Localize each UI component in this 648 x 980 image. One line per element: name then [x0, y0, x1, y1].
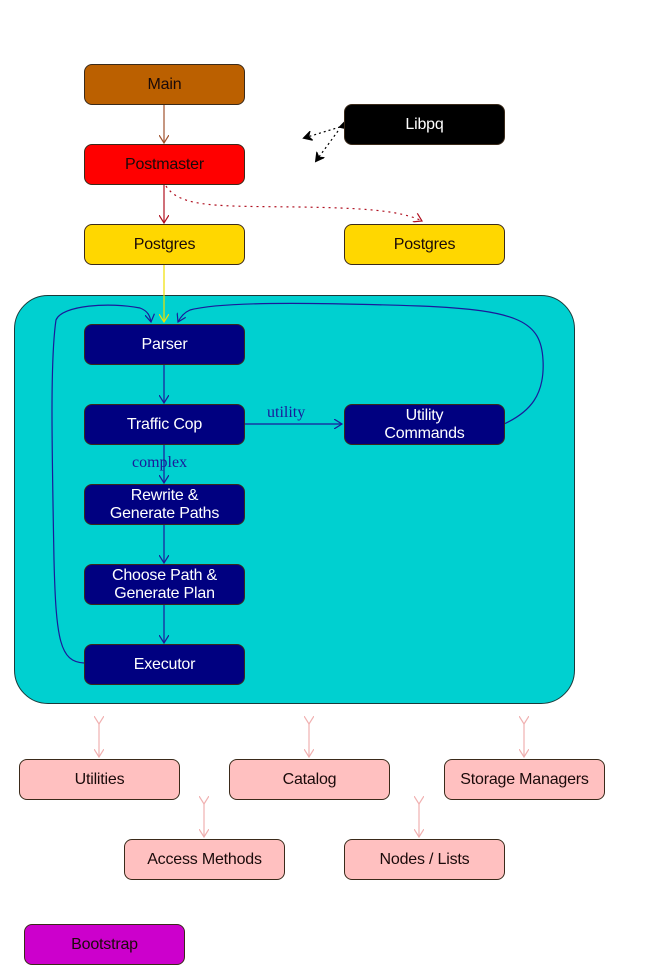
node-postgres-primary: Postgres	[84, 224, 245, 265]
node-storage-managers: Storage Managers	[444, 759, 605, 800]
node-storage-managers-label: Storage Managers	[460, 770, 589, 788]
node-parser: Parser	[84, 324, 245, 365]
node-main-label: Main	[147, 75, 182, 93]
edge-label-complex: complex	[132, 454, 188, 471]
node-utilities: Utilities	[19, 759, 180, 800]
node-postgres-secondary: Postgres	[344, 224, 505, 265]
edge-libpq-client-1	[304, 127, 340, 138]
node-traffic-cop-label: Traffic Cop	[126, 415, 203, 433]
node-planner: Choose Path & Generate Plan	[84, 564, 245, 605]
node-bootstrap: Bootstrap	[24, 924, 185, 965]
node-postgres-primary-label: Postgres	[133, 235, 196, 253]
node-traffic-cop: Traffic Cop	[84, 404, 245, 445]
node-utilities-label: Utilities	[74, 770, 125, 788]
edge-libpq-client-2	[316, 130, 339, 161]
node-nodes-lists-label: Nodes / Lists	[379, 850, 470, 868]
node-nodes-lists: Nodes / Lists	[344, 839, 505, 880]
node-libpq: Libpq	[344, 104, 505, 145]
node-utility-commands-label: Utility Commands	[384, 406, 465, 442]
node-access-methods: Access Methods	[124, 839, 285, 880]
edge-postmaster-postgres-secondary	[165, 185, 422, 221]
node-postgres-secondary-label: Postgres	[393, 235, 456, 253]
node-libpq-label: Libpq	[405, 115, 444, 133]
node-rewrite-label: Rewrite & Generate Paths	[109, 486, 220, 522]
node-parser-label: Parser	[141, 335, 188, 353]
node-postmaster-label: Postmaster	[125, 155, 204, 173]
edge-label-utility: utility	[267, 404, 306, 421]
node-bootstrap-label: Bootstrap	[71, 935, 138, 953]
node-planner-label: Choose Path & Generate Plan	[111, 566, 218, 602]
node-catalog: Catalog	[229, 759, 390, 800]
node-main: Main	[84, 64, 245, 105]
node-access-methods-label: Access Methods	[147, 850, 262, 868]
node-executor: Executor	[84, 644, 245, 685]
edge-executor-parser-loop	[51, 304, 151, 664]
node-rewrite: Rewrite & Generate Paths	[84, 484, 245, 525]
node-utility-commands: Utility Commands	[344, 404, 505, 445]
node-executor-label: Executor	[133, 655, 196, 673]
node-catalog-label: Catalog	[282, 770, 337, 788]
edge-utility-parser-loop	[178, 302, 544, 425]
node-postmaster: Postmaster	[84, 144, 245, 185]
